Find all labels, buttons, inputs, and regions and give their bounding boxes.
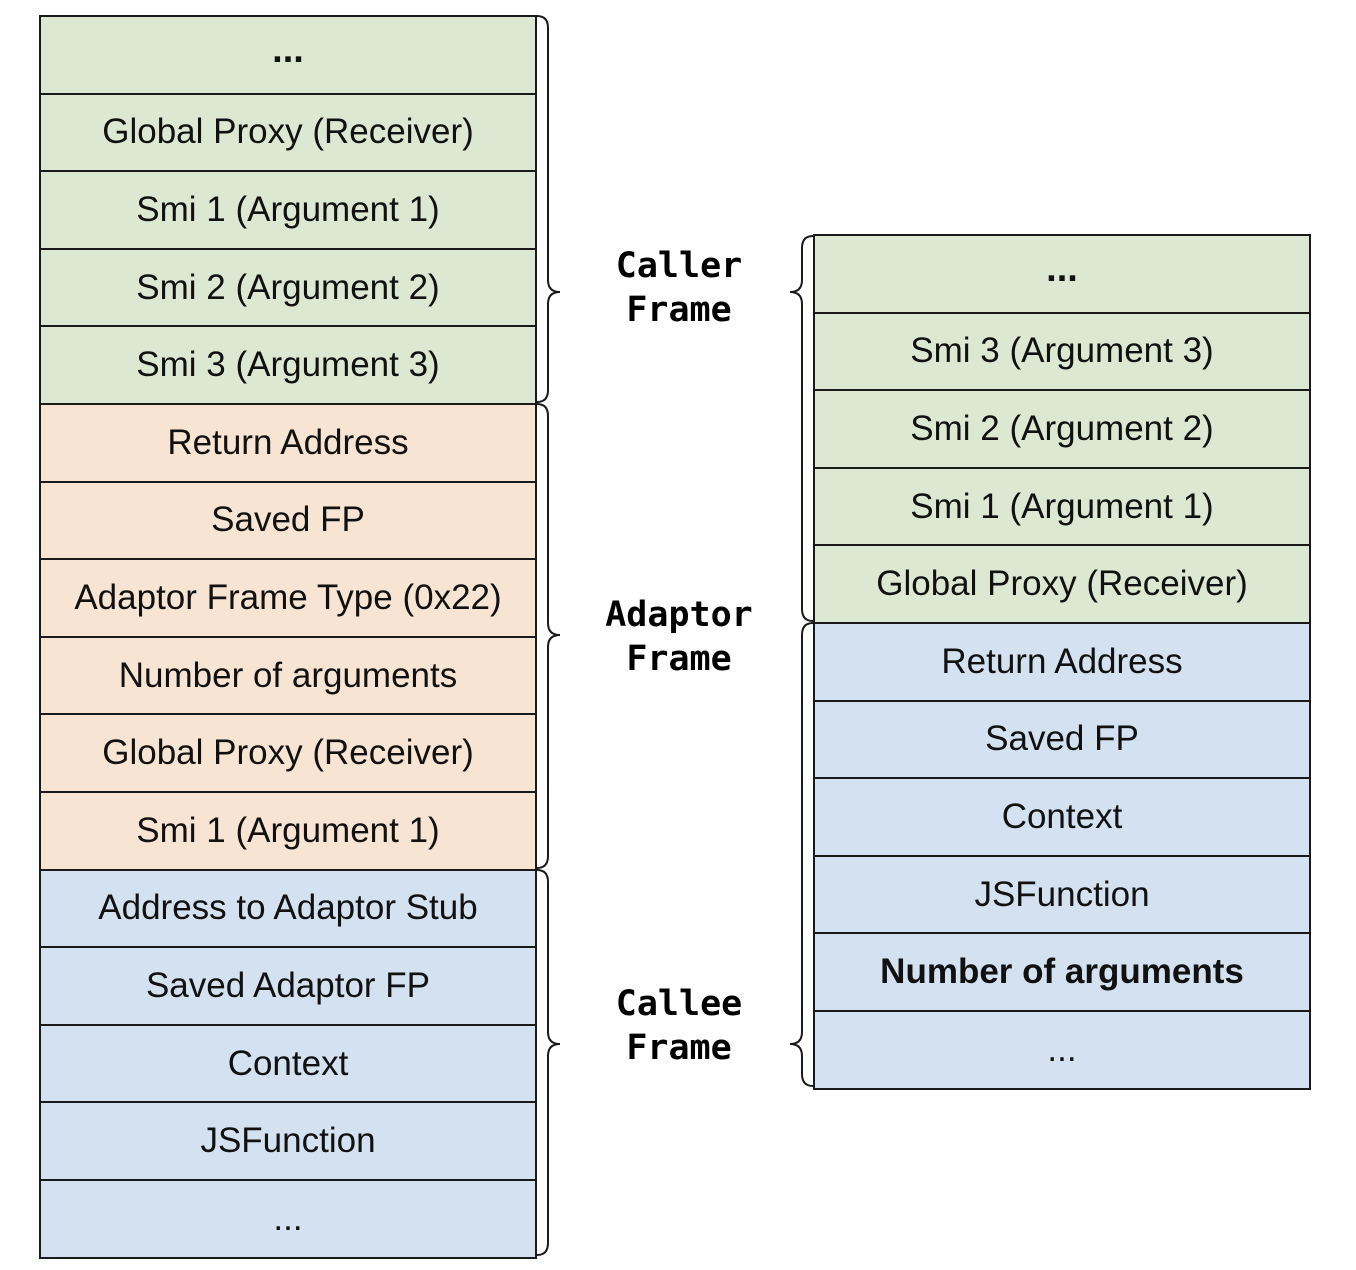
right-stack-cell-8: JSFunction [813,854,1311,935]
left-stack: ...Global Proxy (Receiver)Smi 1 (Argumen… [39,15,537,1259]
callee-frame-label: Callee Frame [598,982,760,1070]
left-stack-cell-14: JSFunction [39,1101,537,1181]
left-stack-cell-8: Number of arguments [39,635,537,716]
adaptor-frame-label-line1: Adaptor [605,595,753,635]
left-stack-cell-5: Return Address [39,403,537,483]
callee-frame-brace-right [789,622,814,1087]
right-stack-cell-4: Global Proxy (Receiver) [813,544,1311,624]
callee-frame-label-line2: Frame [626,1028,732,1068]
caller-frame-brace-right [789,235,814,622]
left-stack-cell-1: Global Proxy (Receiver) [39,92,537,173]
right-stack-cell-1: Smi 3 (Argument 3) [813,311,1311,392]
adaptor-frame-label-line2: Frame [626,639,732,679]
adaptor-frame-brace [536,403,561,869]
caller-frame-brace [536,15,561,403]
right-stack: ...Smi 3 (Argument 3)Smi 2 (Argument 2)S… [813,234,1311,1090]
callee-frame-label-line1: Callee [615,984,743,1024]
caller-frame-label: Caller Frame [598,244,760,332]
right-stack-cell-10: ... [813,1010,1311,1090]
left-stack-cell-4: Smi 3 (Argument 3) [39,325,537,405]
left-stack-cell-15: ... [39,1179,537,1259]
left-stack-cell-9: Global Proxy (Receiver) [39,713,537,793]
left-stack-cell-11: Address to Adaptor Stub [39,868,537,949]
callee-frame-brace-left [536,869,561,1256]
right-stack-cell-6: Saved FP [813,699,1311,780]
right-stack-cell-0: ... [813,234,1311,314]
caller-frame-label-line1: Caller [615,246,743,286]
right-stack-cell-5: Return Address [813,622,1311,702]
left-stack-cell-13: Context [39,1023,537,1104]
right-stack-cell-9: Number of arguments [813,932,1311,1012]
right-stack-cell-2: Smi 2 (Argument 2) [813,389,1311,469]
right-stack-cell-7: Context [813,777,1311,857]
caller-frame-label-line2: Frame [626,290,732,330]
left-stack-cell-0: ... [39,15,537,95]
left-stack-cell-10: Smi 1 (Argument 1) [39,791,537,871]
adaptor-frame-label: Adaptor Frame [598,593,760,681]
left-stack-cell-12: Saved Adaptor FP [39,946,537,1026]
left-stack-cell-6: Saved FP [39,480,537,561]
right-stack-cell-3: Smi 1 (Argument 1) [813,466,1311,547]
left-stack-cell-7: Adaptor Frame Type (0x22) [39,558,537,638]
left-stack-cell-2: Smi 1 (Argument 1) [39,170,537,250]
left-stack-cell-3: Smi 2 (Argument 2) [39,247,537,328]
